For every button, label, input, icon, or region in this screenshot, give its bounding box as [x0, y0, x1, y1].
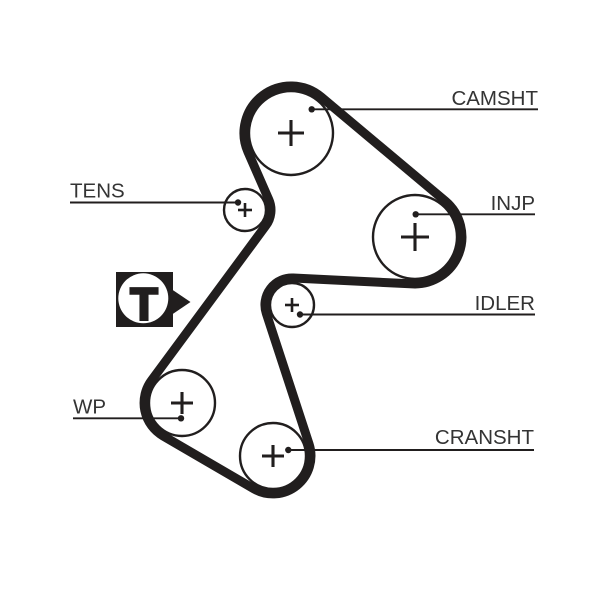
tension-marker-arrow: [172, 289, 191, 315]
injp-label: INJP: [491, 192, 535, 215]
idler-cross-marker: [285, 298, 299, 312]
camsht-leader: [308, 106, 538, 113]
cransht-leader-dot: [285, 446, 292, 454]
tens-leader-dot: [234, 199, 242, 206]
idler-leader-dot: [296, 311, 304, 318]
tens-leader: [70, 199, 242, 206]
tension-marker-letter: T: [130, 279, 158, 330]
idler-leader: [296, 311, 535, 318]
camsht-leader-dot: [308, 106, 315, 113]
tension-marker-icon: T: [116, 272, 191, 331]
camsht-label: CAMSHT: [451, 87, 538, 110]
injp-leader: [412, 211, 535, 218]
cransht-cross-marker: [262, 445, 284, 467]
camsht-cross-marker: [278, 120, 304, 146]
tension-marker-circle: [118, 273, 169, 324]
wp-leader: [73, 415, 185, 422]
cransht-label: CRANSHT: [435, 426, 535, 449]
tens-cross-marker: [238, 203, 252, 217]
timing-belt: [139, 81, 467, 499]
wp-label: WP: [73, 396, 106, 419]
wp-leader-dot: [177, 415, 185, 422]
injp-cross-marker: [401, 223, 429, 251]
idler-label: IDLER: [475, 292, 535, 315]
injp-leader-dot: [412, 211, 419, 218]
tens-label: TENS: [70, 180, 125, 203]
cransht-leader: [285, 446, 534, 454]
wp-cross-marker: [171, 392, 193, 414]
